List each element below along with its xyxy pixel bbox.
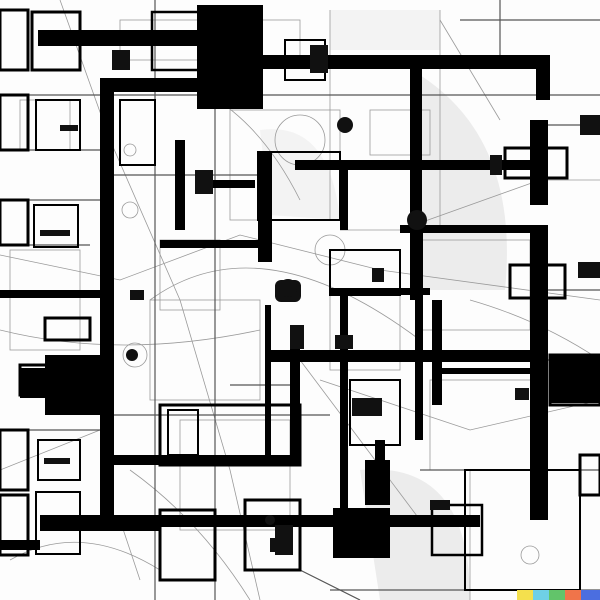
pipe-horizontal: [295, 160, 545, 170]
signature-mark: [517, 590, 600, 600]
pipe-vertical: [432, 300, 442, 405]
valve-fixture: [167, 409, 199, 456]
pipe-horizontal: [100, 78, 200, 92]
pipe-vertical: [340, 295, 348, 515]
solid-block: [333, 508, 390, 558]
valve-fixture: [40, 230, 70, 236]
valve-joint: [279, 279, 297, 297]
pipe-horizontal: [200, 180, 255, 188]
solid-block: [45, 355, 105, 415]
box-outline: [119, 99, 156, 166]
valve-fixture: [130, 290, 144, 300]
valve-fixture: [270, 538, 290, 552]
solid-blocks: [20, 5, 600, 558]
box-outline: [243, 498, 302, 572]
box-outline: [43, 316, 92, 342]
box-outline: [0, 8, 30, 72]
outlined-boxes: [0, 8, 600, 591]
box-outline: [35, 99, 81, 151]
pipe-vertical: [175, 140, 185, 230]
pipe-horizontal: [400, 225, 530, 233]
valve-fixture: [515, 388, 529, 400]
box-outline: [158, 508, 217, 582]
box-outline: [33, 204, 79, 248]
box-outline: [0, 198, 30, 247]
pipe-vertical: [100, 78, 114, 518]
valve-fixture: [290, 325, 304, 349]
signature-green: [549, 590, 565, 600]
pipe-vertical: [536, 55, 550, 100]
pipe-horizontal: [440, 368, 540, 374]
box-outline: [0, 428, 30, 492]
pipe-horizontal: [0, 540, 40, 550]
thick-pipes: [0, 30, 550, 550]
valve-joint: [265, 515, 275, 525]
valve-fixture: [580, 115, 600, 135]
valve-joint: [407, 210, 427, 230]
signature-blue: [581, 590, 600, 600]
solid-block: [20, 368, 45, 398]
valve-fixture: [430, 500, 450, 510]
valve-fixture: [335, 335, 353, 349]
valve-fixture: [44, 458, 70, 464]
signature-orange: [565, 590, 581, 600]
solid-block: [550, 355, 600, 403]
valve-fixture: [578, 262, 600, 278]
signature-yellow: [517, 590, 533, 600]
box-outline: [0, 493, 30, 557]
solid-block: [197, 5, 263, 109]
box-outline: [37, 439, 81, 481]
box-outline: [430, 503, 484, 557]
pipe-horizontal: [262, 55, 550, 69]
valve-fixture: [195, 170, 213, 194]
pipe-vertical: [265, 305, 271, 455]
pipe-horizontal: [330, 288, 430, 295]
box-outline: [0, 93, 30, 152]
valve-fixture: [310, 45, 328, 73]
valve-joint: [337, 117, 353, 133]
valve-fixture: [352, 398, 382, 416]
valve-fixture: [490, 155, 502, 175]
valve-fixture: [372, 268, 384, 282]
pipe-horizontal: [38, 30, 198, 46]
pipe-vertical: [258, 152, 272, 262]
pipe-vertical: [415, 230, 423, 440]
pipe-horizontal: [0, 290, 100, 298]
pipe-vertical: [290, 340, 300, 460]
valve-fixture: [112, 50, 130, 70]
pipe-vertical: [340, 170, 348, 230]
valve-fixture: [60, 125, 78, 131]
signature-cyan: [533, 590, 549, 600]
solid-block: [365, 460, 390, 505]
valve-joint: [126, 349, 138, 361]
pipe-horizontal: [110, 455, 300, 465]
pipe-horizontal: [265, 350, 530, 362]
box-outline: [578, 453, 600, 497]
small-fixtures: [40, 45, 600, 555]
pipe-horizontal: [160, 240, 270, 248]
